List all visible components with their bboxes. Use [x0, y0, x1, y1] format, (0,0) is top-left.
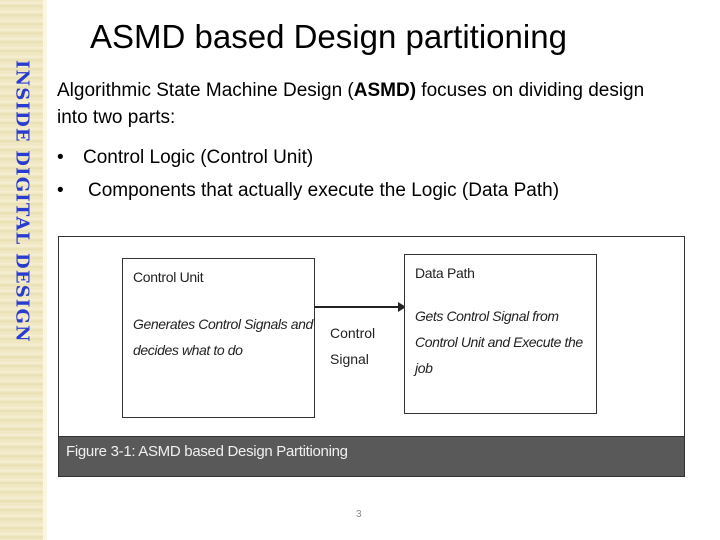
intro-text-after: focuses on dividing design into two part… [57, 80, 645, 128]
asmd-figure: Control Unit Generates Control Signals a… [58, 236, 685, 477]
page-number: 3 [356, 509, 362, 520]
control-unit-description: Generates Control Signals and decides wh… [133, 316, 313, 358]
bullet-marker: • [57, 180, 64, 201]
control-signal-label: Control Signal [330, 320, 375, 372]
bullet-item: • Components that actually execute the L… [57, 174, 559, 207]
bullet-list: • Control Logic (Control Unit) • Compone… [57, 141, 559, 207]
bullet-marker: • [57, 147, 64, 168]
data-path-title: Data Path [415, 265, 475, 281]
data-path-box: Data Path Gets Control Signal from Contr… [404, 254, 597, 414]
figure-caption: Figure 3-1: ASMD based Design Partitioni… [59, 436, 684, 476]
control-signal-arrow-icon [314, 302, 406, 312]
bullet-text: Components that actually execute the Log… [88, 180, 560, 201]
intro-bold-term: ASMD) [353, 80, 417, 101]
bullet-item: • Control Logic (Control Unit) [57, 141, 559, 174]
data-path-description: Gets Control Signal from Control Unit an… [415, 308, 583, 376]
decorative-sidebar: INSIDE DIGITAL DESIGN [0, 0, 47, 540]
signal-label-line2: Signal [330, 351, 369, 367]
bullet-text: Control Logic (Control Unit) [83, 147, 314, 168]
intro-text-before: Algorithmic State Machine Design ( [57, 80, 354, 101]
intro-paragraph: Algorithmic State Machine Design (ASMD) … [57, 77, 667, 131]
slide-title: ASMD based Design partitioning [90, 18, 567, 55]
control-unit-title: Control Unit [133, 269, 204, 285]
signal-label-line1: Control [330, 325, 376, 341]
control-unit-box: Control Unit Generates Control Signals a… [122, 258, 315, 418]
sidebar-vertical-title: INSIDE DIGITAL DESIGN [11, 60, 33, 343]
